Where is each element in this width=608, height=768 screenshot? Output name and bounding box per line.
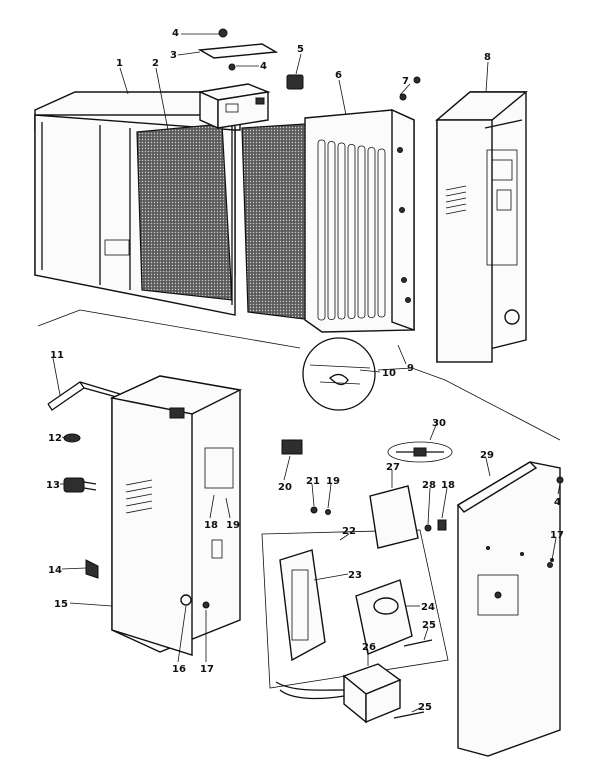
callout-13: 13 [46, 480, 60, 491]
callout-24: 24 [421, 602, 435, 613]
callout-12: 12 [48, 433, 62, 444]
callout-18: 18 [204, 520, 218, 531]
callout-9: 9 [407, 363, 414, 374]
callout-3: 3 [170, 50, 177, 61]
screw-7a [413, 76, 421, 84]
junction-box [197, 83, 271, 130]
callout-20: 20 [278, 482, 292, 493]
collector-plate [347, 144, 356, 319]
callout-22: 22 [342, 526, 356, 537]
insulator [369, 485, 419, 549]
base-cabinet [109, 375, 243, 656]
collector-cell [304, 108, 415, 333]
neon-lamp [63, 433, 81, 443]
cover-plate [197, 43, 279, 59]
power-pack-cover [435, 91, 528, 363]
transformer [275, 663, 402, 724]
callout-2: 2 [152, 58, 159, 69]
mounting-bracket [279, 549, 326, 662]
callout-26: 26 [362, 642, 376, 653]
group-separator [37, 309, 81, 327]
callout-17: 17 [200, 664, 214, 675]
callout-25: 25 [422, 620, 436, 631]
callout-23: 23 [348, 570, 362, 581]
leader-lines [52, 33, 561, 713]
callout-19b: 19 [326, 476, 340, 487]
callout-8: 8 [484, 52, 491, 63]
screw-28 [424, 524, 432, 532]
callout-19: 19 [226, 520, 240, 531]
screw-17-panel [547, 562, 553, 568]
callout-28: 28 [422, 480, 436, 491]
transformer-bracket [355, 579, 413, 655]
callout-18c: 18 [441, 480, 455, 491]
screw-4-mid [228, 63, 236, 71]
bracket-group-outline [261, 529, 449, 689]
collector-plate [377, 148, 386, 318]
callout-10: 10 [382, 368, 396, 379]
screw-4-top [218, 28, 228, 38]
detail-circle [302, 337, 376, 411]
callout-21: 21 [306, 476, 320, 487]
screw-21 [310, 506, 318, 514]
electronic-cell [241, 123, 313, 321]
callout-7: 7 [402, 76, 409, 87]
callout-6: 6 [335, 70, 342, 81]
callout-29: 29 [480, 450, 494, 461]
collector-plate [337, 142, 346, 320]
screw-19 [325, 509, 331, 515]
air-filter [136, 123, 233, 301]
callout-25b: 25 [418, 702, 432, 713]
knob [85, 559, 99, 579]
collector-plate [367, 147, 376, 318]
callout-4b: 4 [260, 61, 267, 72]
callout-4c: 4 [554, 497, 561, 508]
collector-plate [317, 139, 326, 321]
collector-plate [327, 141, 336, 320]
callout-30: 30 [432, 418, 446, 429]
resistor-group [387, 441, 453, 463]
screw-7b [399, 93, 407, 101]
callout-27: 27 [386, 462, 400, 473]
terminal-block [281, 439, 303, 455]
back-panel [456, 461, 561, 757]
callout-4: 4 [172, 28, 179, 39]
handle [47, 381, 121, 411]
screw-25a [403, 639, 433, 647]
callout-5: 5 [297, 44, 304, 55]
callout-16: 16 [172, 664, 186, 675]
collector-plate [357, 145, 366, 319]
callout-17b: 17 [550, 530, 564, 541]
switch [286, 74, 304, 90]
power-plug [63, 477, 85, 493]
callout-1: 1 [116, 58, 123, 69]
clip-18 [437, 519, 447, 531]
callout-11: 11 [50, 350, 64, 361]
screw-4-panel [556, 476, 564, 484]
callout-15: 15 [54, 599, 68, 610]
screw-25b [393, 711, 425, 719]
callout-14: 14 [48, 565, 62, 576]
callout-labels: 1 2 3 4 4 5 6 7 8 9 10 11 12 13 14 15 16… [46, 28, 564, 713]
